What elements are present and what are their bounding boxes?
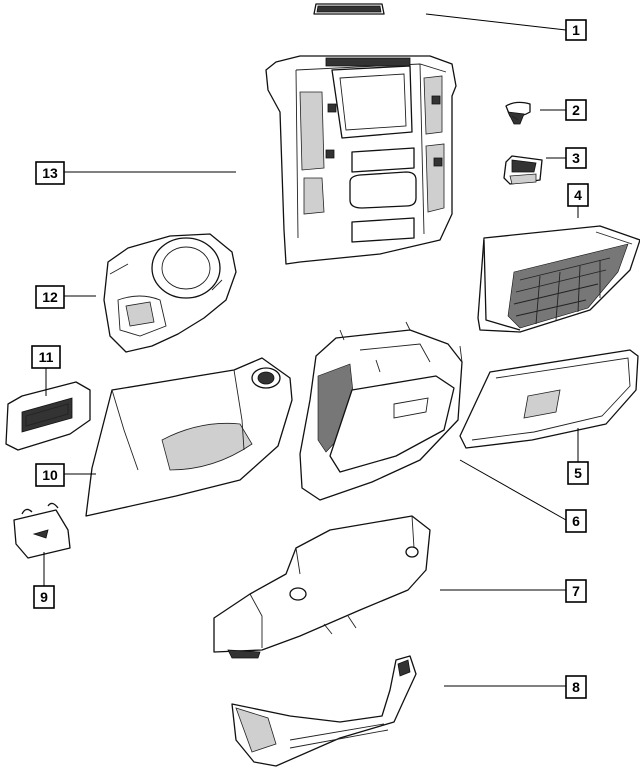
svg-text:12: 12 [42,289,58,305]
part-13-center-bezel [265,55,457,265]
part-8-lower-trim [231,655,417,767]
part-4-storage-bin [477,225,640,333]
callout-10: 10 [35,463,65,487]
part-9-cover [13,502,71,559]
part-6-glove-box-housing [299,321,463,501]
part-11-switch-bezel [5,381,91,451]
svg-text:4: 4 [574,187,582,203]
callout-9: 9 [33,585,55,609]
svg-text:1: 1 [572,22,580,38]
svg-text:9: 9 [40,589,48,605]
callout-13: 13 [35,161,65,185]
svg-text:8: 8 [572,679,580,695]
svg-text:10: 10 [42,467,58,483]
svg-text:13: 13 [42,165,58,181]
callout-3: 3 [565,147,587,169]
callout-4: 4 [567,183,589,207]
callout-8: 8 [565,675,587,699]
svg-text:7: 7 [572,583,580,599]
callout-7: 7 [565,579,587,603]
part-12-column-cover [103,233,237,353]
callout-12: 12 [35,285,65,309]
svg-text:6: 6 [572,513,580,529]
callout-1: 1 [565,19,587,41]
svg-text:3: 3 [572,150,580,166]
part-7-lower-panel [213,515,431,659]
part-1-pad [313,3,385,15]
leader-lines [43,13,579,687]
callout-2: 2 [565,99,587,121]
part-5-glove-box-door [459,349,639,449]
callout-5: 5 [567,461,589,485]
part-2-clip [505,101,531,125]
callout-6: 6 [565,509,587,533]
svg-text:5: 5 [574,465,582,481]
callout-11: 11 [31,345,61,369]
part-3-switch [503,155,543,185]
svg-text:2: 2 [572,102,580,118]
part-10-knee-panel [85,357,293,517]
svg-text:11: 11 [39,349,54,365]
